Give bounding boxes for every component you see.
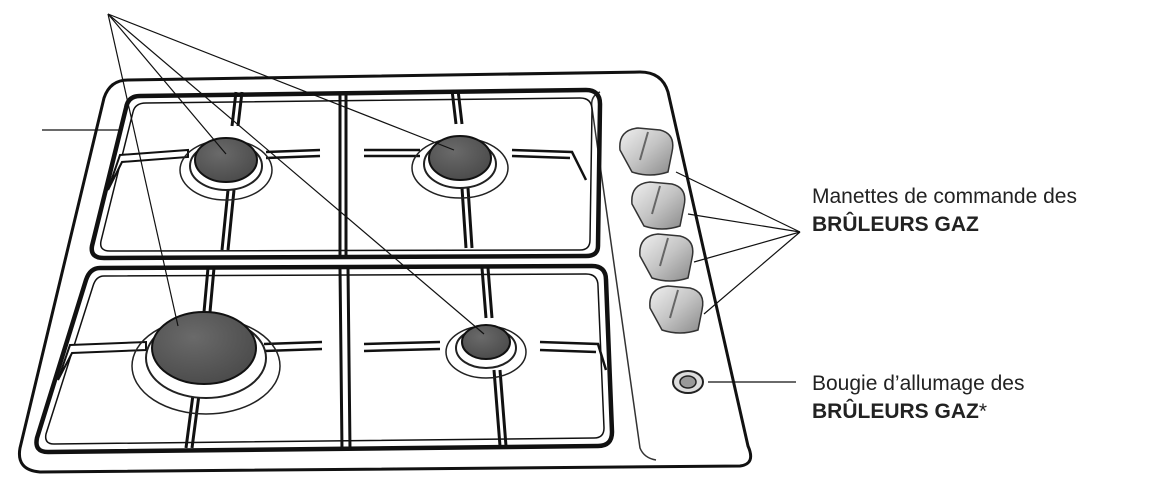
knob-icon <box>649 285 704 334</box>
spark-label-asterisk: * <box>978 400 988 423</box>
knob-icon <box>639 233 694 282</box>
knob-leader-lines <box>675 171 801 315</box>
knob-icon <box>631 181 686 230</box>
burner-icon <box>179 137 273 201</box>
controls-label-line2: BRÛLEURS GAZ <box>812 213 979 236</box>
burner-icon <box>445 324 527 379</box>
spark-label-line1: Bougie d’allumage des <box>812 372 1025 395</box>
spark-label: Bougie d’allumage des BRÛLEURS GAZ* <box>812 370 1024 426</box>
burner-leader-lines <box>107 13 485 335</box>
lower-grate <box>34 263 615 455</box>
spark-label-line2: BRÛLEURS GAZ <box>812 400 979 423</box>
controls-label-line1: Manettes de commande des <box>812 185 1077 208</box>
knob-icon <box>619 127 674 176</box>
burner-icon <box>411 135 509 199</box>
upper-grate <box>89 87 603 261</box>
spark-plug-icon <box>672 370 704 394</box>
burner-icon <box>131 311 281 415</box>
controls-label: Manettes de commande des BRÛLEURS GAZ <box>812 183 1077 239</box>
